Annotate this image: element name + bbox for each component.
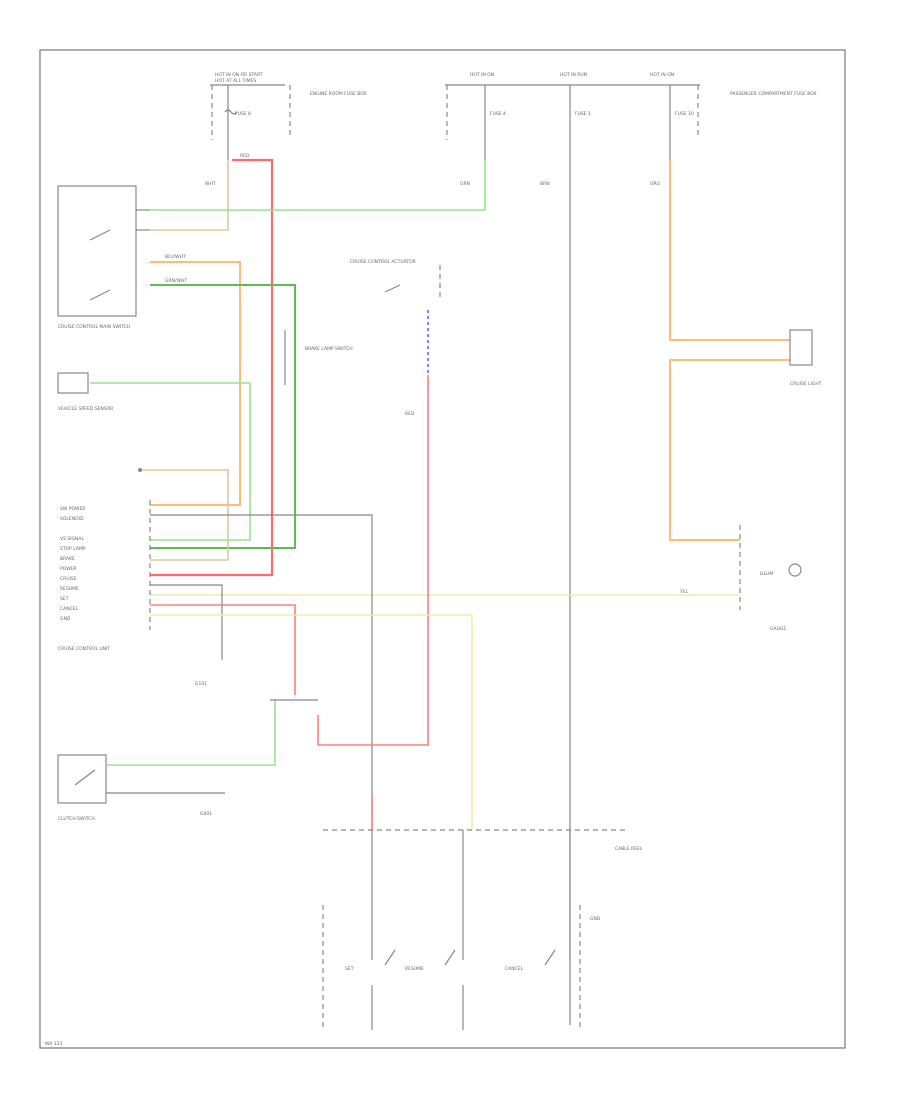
- pin-label-7: CRUISE: [60, 576, 77, 582]
- label-clutch-switch: CLUTCH SWITCH: [58, 816, 95, 822]
- resume-contact[interactable]: [444, 949, 456, 966]
- indicator-light-box: [789, 329, 813, 366]
- label-actuator: CRUISE CONTROL ACTUATOR: [350, 259, 416, 265]
- pin-label-3: VS SIGNAL: [60, 536, 84, 542]
- wire-label-red: RED: [240, 153, 250, 159]
- wire-label-blu-wht: BLU/WHT: [165, 254, 186, 260]
- pin-label-9: SET: [60, 596, 69, 602]
- label-engine-room-fuse: ENGINE ROOM FUSE BOX: [310, 91, 367, 97]
- footer-code: WA 123: [45, 1041, 62, 1047]
- pin-label-2: SOLENOID: [60, 516, 84, 522]
- label-illum: ILLUM: [760, 571, 773, 577]
- cancel-contact[interactable]: [544, 949, 556, 966]
- wire-red-loop: [317, 375, 429, 746]
- actuator-contact: [384, 284, 401, 293]
- label-indicator: CRUISE LIGHT: [790, 381, 822, 387]
- clutch-contact: [74, 769, 96, 786]
- diagram-frame: [39, 49, 846, 1049]
- label-resume: RESUME: [405, 966, 424, 972]
- label-brake-lamp: BRAKE LAMP SWITCH: [305, 346, 353, 352]
- pin-label-10: CANCEL: [60, 606, 79, 612]
- main-switch-contact-1: [89, 229, 111, 241]
- wire-dkgreen-switch: [150, 284, 296, 549]
- wire-label-brn: BRN: [540, 181, 550, 187]
- label-hot-on-2: HOT IN ON: [650, 72, 674, 78]
- pin-label-5: BRAKE: [60, 556, 75, 562]
- label-passenger-fuse: PASSENGER COMPARTMENT FUSE BOX: [730, 91, 817, 97]
- wire-orange-gauge: [669, 359, 790, 541]
- wire-green-resistor: [90, 382, 251, 541]
- wire-label-org: ORG: [650, 181, 661, 187]
- label-fuse-b: FUSE 4: [490, 111, 506, 117]
- label-speed-sensor: VEHICLE SPEED SENSOR: [58, 406, 113, 412]
- label-set: SET: [345, 966, 354, 972]
- label-cancel: CANCEL: [505, 966, 524, 972]
- label-hot-on: HOT IN ON: [470, 72, 494, 78]
- wire-green-clutch: [106, 700, 276, 766]
- main-switch-contact-2: [89, 289, 111, 301]
- wire-red-main: [150, 158, 274, 577]
- resistor-box: [57, 372, 89, 394]
- label-fuse-c: FUSE 1: [575, 111, 591, 117]
- pin-label-4: STOP LAMP: [60, 546, 86, 552]
- set-contact[interactable]: [384, 949, 396, 966]
- label-fuse-d: FUSE 10: [675, 111, 694, 117]
- wire-label-yel: YEL: [679, 589, 689, 595]
- label-cruise-unit: CRUISE CONTROL UNIT: [58, 646, 110, 652]
- label-hot-all: HOT AT ALL TIMES: [215, 78, 256, 84]
- label-g401: G401: [200, 811, 212, 817]
- wire-tan-feed: [150, 160, 229, 231]
- label-fuse-a: FUSE 8: [235, 111, 251, 117]
- wire-red-cancel: [150, 604, 296, 695]
- clutch-switch-box[interactable]: [57, 754, 107, 804]
- wire-label-wht: WHT: [205, 181, 216, 187]
- pin-label-8: RESUME: [60, 586, 79, 592]
- wire-yellow-set: [150, 614, 473, 830]
- pin-label-11: GND: [60, 616, 71, 622]
- wire-label-grn-wht: GRN/WHT: [165, 278, 187, 284]
- pin-label-6: POWER: [60, 566, 77, 572]
- wire-gray-actuator: [150, 514, 373, 830]
- label-g101: G101: [195, 681, 207, 687]
- wire-gray-ground: [150, 584, 223, 660]
- wire-label-grn: GRN: [460, 181, 470, 187]
- pin-label-1: SW POWER: [60, 506, 85, 512]
- label-ground: GND: [590, 916, 601, 922]
- wire-orange-light: [669, 160, 790, 341]
- connector-dot: [138, 468, 142, 472]
- label-hot-run: HOT IN RUN: [560, 72, 587, 78]
- wire-green-ign: [150, 160, 486, 211]
- label-gauge: GAUGE: [770, 626, 786, 632]
- label-cruise-switch: CRUISE CONTROL MAIN SWITCH: [58, 324, 130, 330]
- main-switch-box[interactable]: [57, 185, 137, 317]
- wire-label-red-2: RED: [405, 411, 415, 417]
- fuse-a-icon: [224, 109, 238, 115]
- gauge-lamp-icon: [788, 563, 802, 577]
- label-steering: CABLE REEL: [615, 846, 643, 852]
- label-hot-start: HOT IN ON OR START: [215, 72, 263, 78]
